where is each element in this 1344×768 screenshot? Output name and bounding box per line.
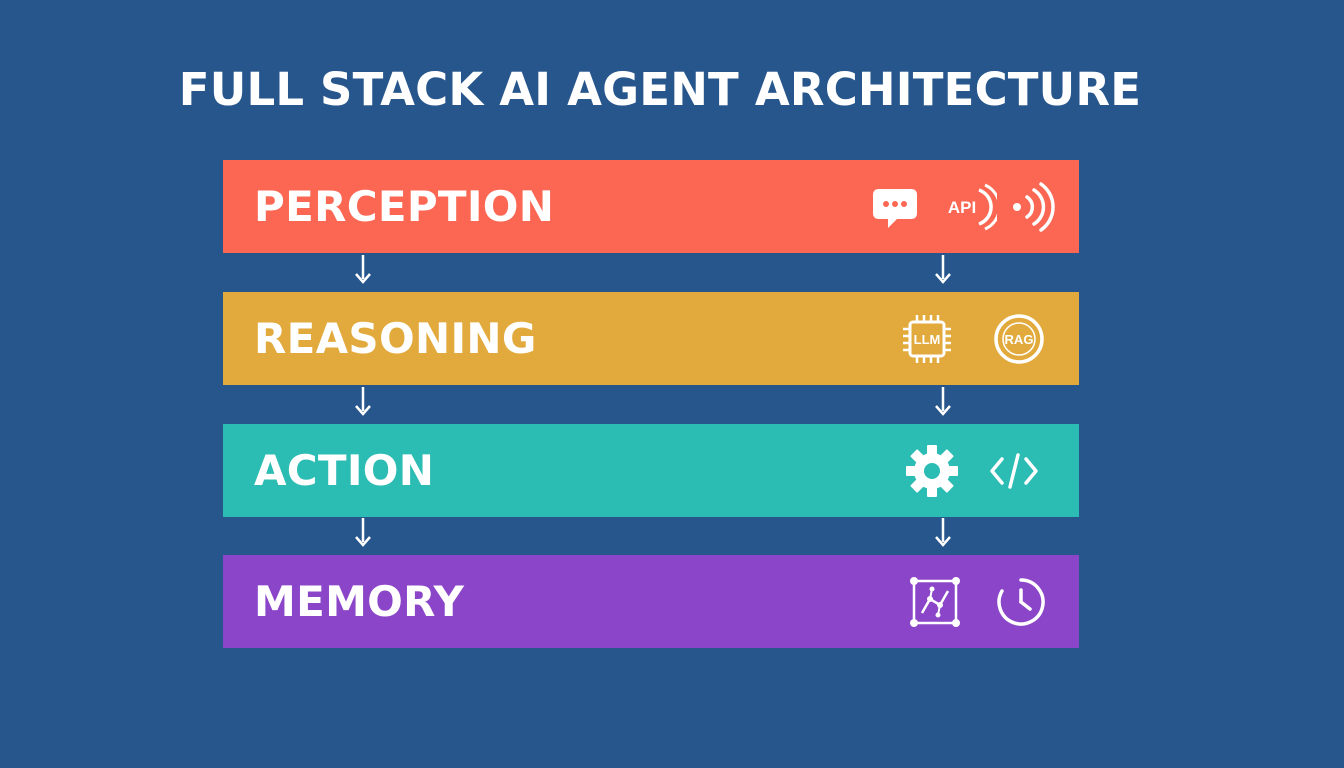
layer-label-memory: MEMORY — [254, 577, 465, 626]
llm-chip-icon: LLM — [900, 312, 954, 366]
layer-label-action: ACTION — [254, 446, 435, 495]
chat-bubble-icon — [868, 180, 922, 234]
flow-arrow — [933, 253, 953, 287]
gear-icon — [905, 444, 959, 498]
graph-network-icon — [908, 575, 962, 629]
rag-icon-text: RAG — [1005, 332, 1034, 347]
flow-arrow — [933, 385, 953, 419]
llm-icon-text: LLM — [914, 332, 941, 347]
layer-reasoning: REASONING LLM RAG — [223, 292, 1079, 385]
flow-arrow — [353, 516, 373, 550]
clock-icon — [994, 575, 1048, 629]
layer-label-reasoning: REASONING — [254, 314, 537, 363]
api-icon-text: API — [948, 198, 976, 217]
diagram-title: FULL STACK AI AGENT ARCHITECTURE — [178, 63, 1142, 116]
flow-arrow — [353, 385, 373, 419]
flow-arrow — [933, 516, 953, 550]
signal-waves-icon — [1003, 180, 1057, 234]
rag-circle-icon: RAG — [992, 312, 1046, 366]
flow-arrow — [353, 253, 373, 287]
layer-perception: PERCEPTION API — [223, 160, 1079, 253]
layer-label-perception: PERCEPTION — [254, 182, 555, 231]
layer-memory: MEMORY — [223, 555, 1079, 648]
code-brackets-icon — [987, 444, 1041, 498]
api-icon: API — [943, 180, 997, 234]
layer-action: ACTION — [223, 424, 1079, 517]
